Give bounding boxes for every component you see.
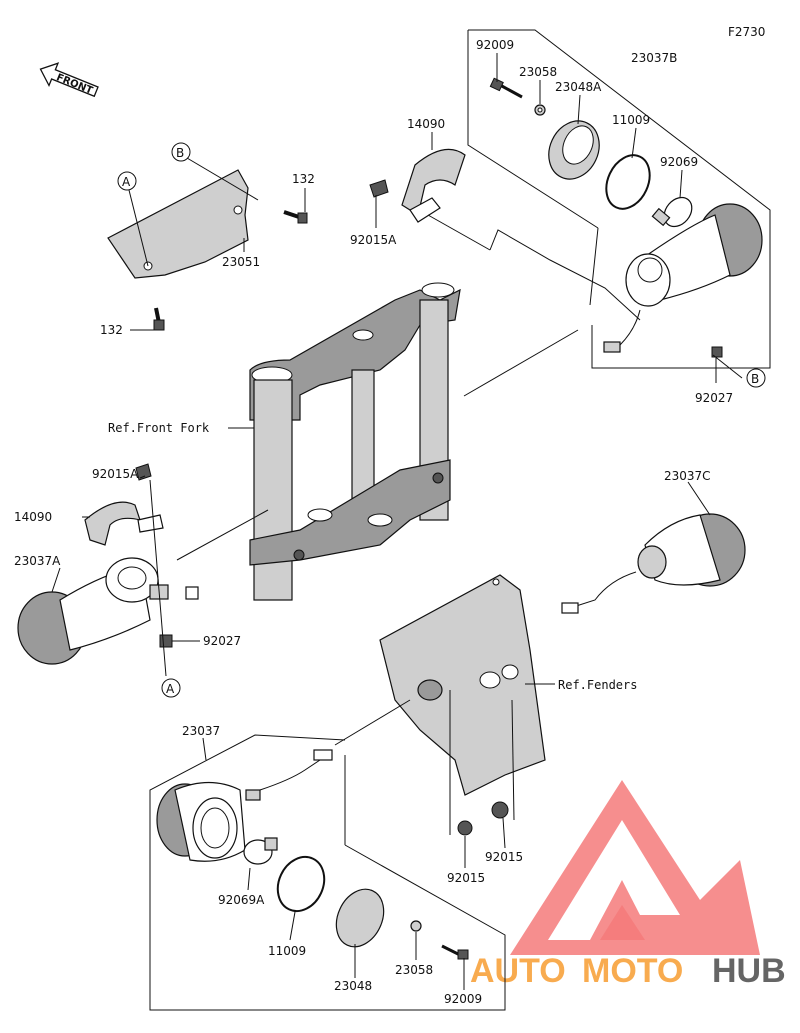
label-23058-bottom: 23058 — [395, 963, 433, 977]
label-132-upper: 132 — [292, 172, 315, 186]
leader-lines — [51, 53, 743, 990]
automotohub-logo: AUTO MOTO HUB — [470, 780, 786, 990]
svg-text:A: A — [166, 682, 175, 696]
label-23051: 23051 — [222, 255, 260, 269]
kit-box-23037 — [149, 734, 506, 1011]
front-fork-assembly — [249, 282, 461, 601]
callout-b-right: B — [746, 368, 766, 388]
svg-text:B: B — [176, 146, 184, 160]
svg-text:B: B — [751, 372, 759, 386]
logo-auto-text: AUTO — [470, 952, 566, 990]
lens-cover-23048 — [335, 888, 385, 948]
o-ring-11009-bottom — [276, 855, 326, 913]
label-132-lower: 132 — [100, 323, 123, 337]
nut-92015a-left — [135, 463, 152, 481]
turn-signal-23037 — [156, 749, 333, 862]
callout-a-left: A — [161, 678, 181, 698]
label-92027-left: 92027 — [203, 634, 241, 648]
screw-92009-bottom — [441, 944, 469, 960]
label-92069a: 92069A — [218, 893, 265, 907]
turn-signal-23037a — [17, 557, 199, 665]
clamp-14090-top — [401, 148, 466, 223]
turn-signal-23037c — [561, 513, 746, 614]
label-11009-bottom: 11009 — [268, 944, 306, 958]
label-92015a-left: 92015A — [92, 467, 139, 481]
front-direction-arrow: FRONT — [39, 62, 99, 98]
label-11009-top: 11009 — [612, 113, 650, 127]
nut-92015-b — [491, 801, 509, 819]
bulb-92069a — [243, 837, 278, 865]
label-23037b: 23037B — [631, 51, 677, 65]
label-92027-top: 92027 — [695, 391, 733, 405]
label-23037: 23037 — [182, 724, 220, 738]
lens-cover-23048a — [548, 120, 600, 180]
fender-bracket — [379, 574, 546, 796]
clamp-14090-left — [84, 501, 164, 546]
bolt-132-upper — [283, 210, 308, 224]
logo-moto-text: MOTO — [582, 952, 683, 990]
label-92015a-top: 92015A — [350, 233, 397, 247]
ref-fenders: Ref.Fenders — [558, 678, 637, 692]
turn-signal-23037b — [603, 203, 763, 353]
label-92015-a: 92015 — [447, 871, 485, 885]
label-92015-b: 92015 — [485, 850, 523, 864]
ref-front-fork: Ref.Front Fork — [108, 421, 210, 435]
callout-b-top: B — [171, 142, 191, 162]
part-labels: 92009 23058 23048A 23037B 14090 11009 92… — [14, 38, 733, 1006]
figure-code: F2730 — [728, 25, 765, 39]
svg-text:A: A — [122, 175, 131, 189]
label-23037a: 23037A — [14, 554, 61, 568]
screw-92009-top — [489, 77, 523, 99]
kit-box-23037b — [467, 29, 771, 369]
label-23048a: 23048A — [555, 80, 602, 94]
label-92009-bottom: 92009 — [444, 992, 482, 1006]
bolt-132-lower — [153, 307, 165, 331]
nut-92027-left — [159, 634, 173, 648]
nut-92015-a — [457, 820, 473, 836]
callout-a-top: A — [117, 171, 137, 191]
label-14090-left: 14090 — [14, 510, 52, 524]
o-ring-11009-top — [605, 154, 651, 210]
label-23058-top: 23058 — [519, 65, 557, 79]
front-label: FRONT — [55, 72, 95, 97]
nut-92015a-top — [369, 179, 389, 198]
label-92069: 92069 — [660, 155, 698, 169]
label-92009-top: 92009 — [476, 38, 514, 52]
bulb-92069 — [651, 196, 693, 228]
label-23048: 23048 — [334, 979, 372, 993]
bracket-23051 — [107, 169, 249, 279]
label-23037c: 23037C — [664, 469, 711, 483]
logo-hub-text: HUB — [712, 952, 786, 990]
label-14090-top: 14090 — [407, 117, 445, 131]
nut-92027-top — [711, 346, 723, 358]
washer-23058-bottom — [410, 920, 422, 932]
